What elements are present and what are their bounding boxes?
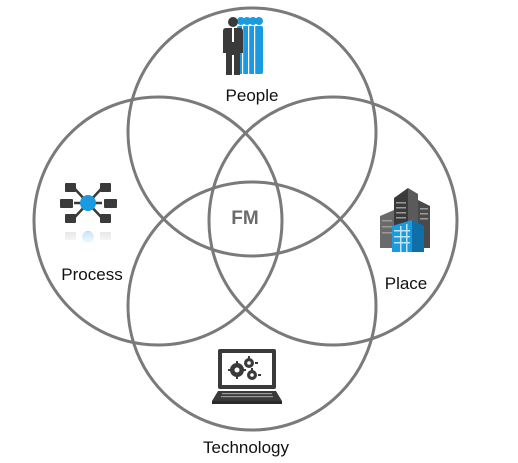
label-place: Place: [385, 274, 428, 293]
people-icon: [223, 17, 263, 75]
process-network-icon: [60, 183, 117, 246]
center-label-fm: FM: [231, 208, 258, 229]
circle-place: [207, 95, 459, 347]
circle-technology: [126, 180, 378, 432]
circle-people: [126, 6, 378, 258]
office-building-icon: [380, 188, 430, 252]
label-process: Process: [61, 265, 122, 284]
circle-process: [32, 95, 284, 347]
label-people: People: [226, 86, 279, 105]
laptop-gears-icon: [212, 349, 282, 404]
label-technology: Technology: [203, 438, 290, 457]
